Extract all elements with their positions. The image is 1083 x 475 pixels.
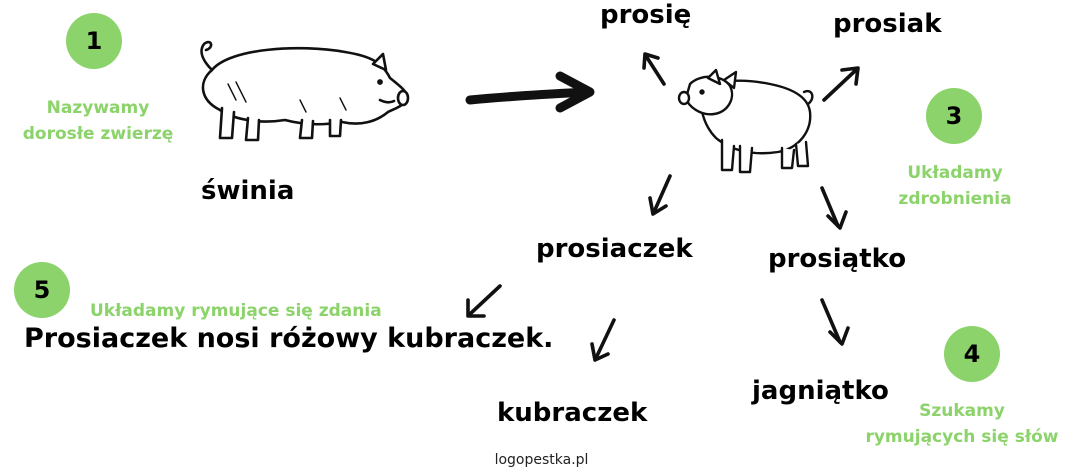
step-5-label: Układamy rymujące się zdania [90,298,382,324]
word-jagniatko: jagniątko [752,376,889,406]
site-footer: logopestka.pl [494,452,589,468]
step-4-label-line1: Szukamy [919,401,1005,421]
word-prosiak: prosiak [833,9,942,39]
step-1-label-line2: dorosłe zwierzę [22,124,174,144]
step-1-badge: 1 [66,13,122,69]
step-3-label-line1: Układamy [907,163,1003,183]
step-4-label-line2: rymujących się słów [865,427,1059,447]
step-1-label: Nazywamy dorosłe zwierzę [3,95,193,147]
step-4-label: Szukamy rymujących się słów [851,398,1073,450]
step-5-label-text: Układamy rymujące się zdania [90,301,382,321]
step-3-label: Układamy zdrobnienia [866,160,1044,212]
word-prosiaczek: prosiaczek [536,234,693,264]
step-5-number: 5 [33,276,51,304]
step-3-label-line2: zdrobnienia [898,189,1012,209]
word-swinia: świnia [201,176,295,206]
arrow-icon [466,52,860,362]
arrow-icon [465,71,595,113]
word-kubraczek: kubraczek [497,398,648,428]
step-4-number: 4 [963,340,981,368]
step-3-badge: 3 [926,88,982,144]
step-3-number: 3 [945,102,963,130]
piglet-icon [677,68,814,174]
step-5-badge: 5 [14,262,70,318]
step-1-label-line1: Nazywamy [46,98,150,118]
step-4-badge: 4 [944,326,1000,382]
adult-pig-icon [200,40,410,142]
word-prosie: prosię [600,0,692,30]
word-prosiatko: prosiątko [768,244,907,274]
step-1-number: 1 [85,27,103,55]
rhyming-sentence: Prosiaczek nosi różowy kubraczek. [24,323,554,354]
